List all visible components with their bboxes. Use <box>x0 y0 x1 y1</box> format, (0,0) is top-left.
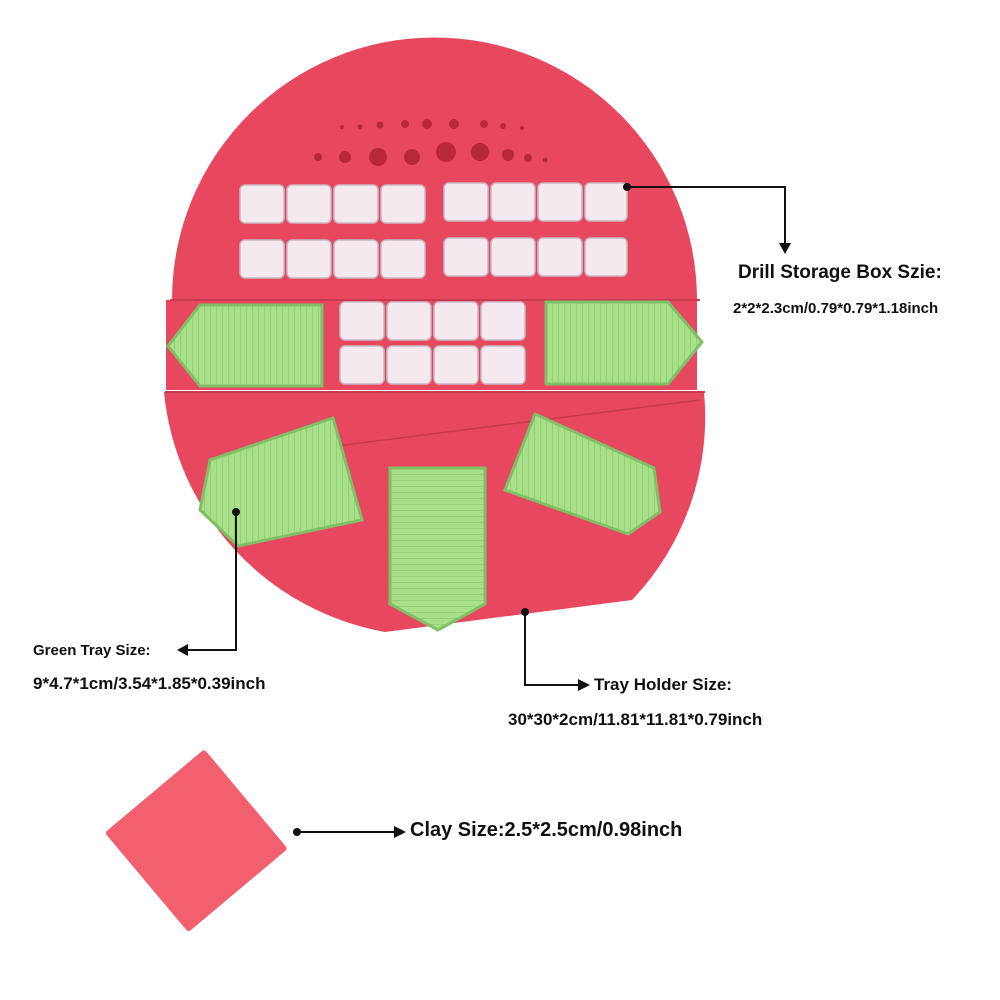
green-trays <box>166 300 704 632</box>
pointer-lines <box>177 183 791 838</box>
clay-square <box>105 750 287 932</box>
green-tray-size-title: Green Tray Size: <box>33 642 151 659</box>
drill-storage-box-size-title: Drill Storage Box Szie: <box>738 262 942 283</box>
tray-holder-size-title: Tray Holder Size: <box>594 675 732 694</box>
green-tray-size-value: 9*4.7*1cm/3.54*1.85*0.39inch <box>33 674 266 693</box>
drill-holes <box>314 119 548 166</box>
tray-holder-size-value: 30*30*2cm/11.81*11.81*0.79inch <box>508 710 763 729</box>
clay-size-label: Clay Size:2.5*2.5cm/0.98inch <box>410 819 683 841</box>
drill-storage-box-size-value: 2*2*2.3cm/0.79*0.79*1.18inch <box>733 300 939 317</box>
drill-storage-boxes <box>239 182 628 385</box>
